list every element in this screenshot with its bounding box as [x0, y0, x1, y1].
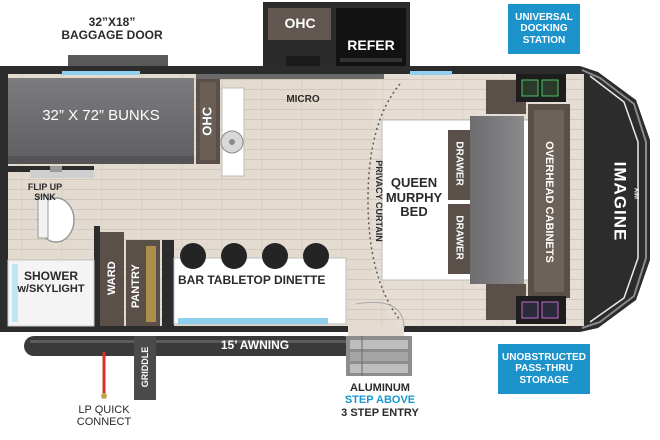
- docking-line3: STATION: [522, 34, 566, 46]
- lp-fitting: [101, 393, 107, 399]
- faucet: [50, 166, 62, 172]
- brand-sub-logo: AIM: [632, 187, 639, 199]
- front-cap-accent: [581, 69, 647, 329]
- wardrobe: [100, 232, 124, 326]
- fridge-handle: [340, 58, 402, 62]
- shower-line2: w/SKYLIGHT: [17, 283, 85, 296]
- ohc-side-label: OHC: [199, 106, 215, 136]
- dock-glow-top-2: [541, 79, 559, 97]
- refrigerator: [336, 8, 406, 66]
- shower-label: SHOWER w/SKYLIGHT: [8, 269, 94, 296]
- entry-door-swing: [355, 301, 405, 329]
- shower-line1: SHOWER: [24, 269, 78, 283]
- dinette-window: [178, 318, 328, 324]
- bar-stool-1: [180, 243, 206, 269]
- flip-up-sink-label: FLIP UP SINK: [20, 182, 70, 202]
- step-1: [350, 340, 408, 349]
- griddle: [134, 336, 156, 400]
- lp-connect-line2: CONNECT: [76, 416, 132, 429]
- micro-label: MICRO: [286, 94, 320, 105]
- overhead-cabinet-inner: [534, 110, 564, 292]
- entry-line3: 3 STEP ENTRY: [341, 406, 419, 419]
- entry-line2: STEP ABOVE: [344, 394, 416, 407]
- overhead-cabinets-label: OVERHEAD CABINETS: [543, 141, 556, 263]
- lp-connect-line1: LP QUICK: [78, 404, 130, 416]
- docking-line1: UNIVERSAL: [515, 11, 573, 23]
- bunks-label: 32” X 72” BUNKS: [42, 107, 160, 124]
- entry-line1: ALUMINUM: [350, 382, 410, 394]
- toilet-tank: [37, 195, 49, 239]
- queen-bed-line1: QUEEN: [390, 175, 438, 190]
- drawer-1-label: DRAWER: [453, 141, 465, 186]
- griddle-label: GRIDDLE: [139, 346, 150, 388]
- baggage-door-text: BAGGAGE DOOR: [61, 28, 163, 43]
- bed-headboard: [470, 116, 524, 284]
- bar-stool-2: [221, 243, 247, 269]
- drawer-2-label: DRAWER: [453, 215, 465, 260]
- bath-wall-right: [94, 226, 100, 326]
- flip-up-sink-line1: FLIP UP: [27, 182, 63, 192]
- pass-thru-line3: STORAGE: [519, 374, 569, 386]
- pantry-shelves: [146, 246, 156, 322]
- docking-line2: DOCKING: [520, 23, 568, 35]
- ohc-top-cabinet: [268, 8, 331, 40]
- step-3: [350, 364, 408, 373]
- ward-label: WARD: [105, 261, 118, 295]
- shower: [7, 259, 95, 327]
- pass-thru-line2: PASS-THRU: [515, 363, 573, 375]
- sink-drain: [229, 139, 235, 145]
- bunk-window: [62, 71, 140, 75]
- bath-vanity: [30, 170, 94, 178]
- bunks-mattress-edge: [8, 156, 194, 164]
- front-cap-accent-2: [589, 75, 639, 323]
- awning-label: 15’ AWNING: [220, 338, 290, 352]
- entry-door-gap: [348, 326, 404, 336]
- drawer-2-box: [448, 204, 470, 274]
- baggage-door-size: 32”X18”: [88, 15, 136, 29]
- pass-thru-line1: UNOBSTRUCTED: [502, 351, 586, 363]
- baggage-door-label: 32”X18” BAGGAGE DOOR: [52, 15, 172, 43]
- bedroom-window: [410, 71, 452, 75]
- lp-connect-label: LP QUICK CONNECT: [64, 404, 144, 429]
- dock-glow-top-1: [521, 79, 539, 97]
- dinette-backrest: [162, 240, 174, 326]
- bar-stool-3: [262, 243, 288, 269]
- dinette-label: BAR TABLETOP DINETTE: [178, 273, 326, 287]
- shower-skylight: [12, 264, 18, 322]
- entry-label: ALUMINUM STEP ABOVE 3 STEP ENTRY: [330, 382, 430, 419]
- baggage-door: [68, 55, 168, 69]
- ohc-top-label: OHC: [284, 15, 316, 31]
- pantry-label: PANTRY: [129, 264, 142, 309]
- flip-up-sink-line2: SINK: [34, 192, 56, 203]
- drawer-1-box: [448, 130, 470, 200]
- storage-glow-2: [541, 301, 559, 319]
- privacy-curtain-label: PRIVACY CURTAIN: [374, 160, 385, 242]
- upper-wall-strip: [196, 74, 384, 79]
- dinette-table: [173, 257, 347, 325]
- brand-logo: IMAGINE: [610, 161, 630, 242]
- bunks: [8, 78, 194, 164]
- queen-bed-label: QUEEN MURPHY BED: [384, 175, 444, 220]
- queen-bed-line2: MURPHY: [385, 189, 443, 205]
- step-2: [350, 352, 408, 361]
- bar-stool-4: [303, 243, 329, 269]
- docking-station-badge: UNIVERSAL DOCKING STATION: [508, 4, 580, 54]
- ohc-side-inner: [200, 82, 216, 160]
- queen-bed-line3: BED: [400, 204, 428, 220]
- refer-label: REFER: [347, 37, 395, 53]
- pass-thru-badge: UNOBSTRUCTED PASS-THRU STORAGE: [498, 344, 590, 394]
- awning-highlight: [30, 340, 348, 343]
- storage-glow-1: [521, 301, 539, 319]
